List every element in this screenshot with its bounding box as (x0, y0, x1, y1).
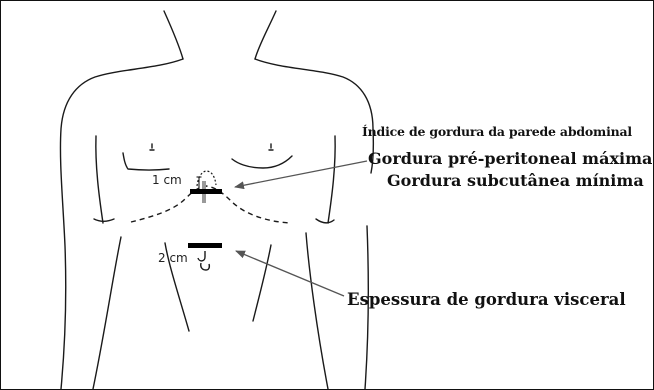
right-torso-side-line (306, 233, 328, 389)
visceral-fat-label: Espessura de gordura visceral (347, 292, 626, 309)
left-inner-arm-line (96, 136, 103, 223)
right-shoulder-line (255, 59, 373, 173)
right-inner-arm-line (328, 136, 335, 223)
right-nipple (269, 144, 273, 150)
left-torso-side-line (93, 237, 121, 389)
upper-probe-bar (190, 189, 222, 194)
abdominal-outline-right (253, 245, 271, 321)
arrow-lower (236, 251, 344, 296)
neck-left-line (164, 11, 183, 59)
left-shoulder-line (60, 59, 183, 389)
upper-offset-label: 1 cm (152, 174, 182, 186)
navel (201, 263, 210, 270)
left-waist-crease (94, 219, 114, 221)
xiphoid-dotted-outline (197, 171, 216, 186)
left-pectoral-line (123, 153, 169, 170)
lower-offset-label: 2 cm (158, 252, 188, 264)
neck-right-line (255, 11, 276, 59)
right-pectoral-line (232, 156, 292, 168)
left-nipple (150, 144, 154, 150)
lower-probe-bar (188, 243, 222, 248)
preperitoneal-fat-label: Gordura pré-peritoneal máxima (368, 151, 652, 167)
arrow-upper (235, 161, 367, 187)
right-waist-crease (316, 219, 334, 223)
lower-offset-marker (198, 251, 205, 261)
subcutaneous-fat-label: Gordura subcutânea mínima (387, 173, 644, 189)
index-title-label: Índice de gordura da parede abdominal (362, 126, 632, 139)
